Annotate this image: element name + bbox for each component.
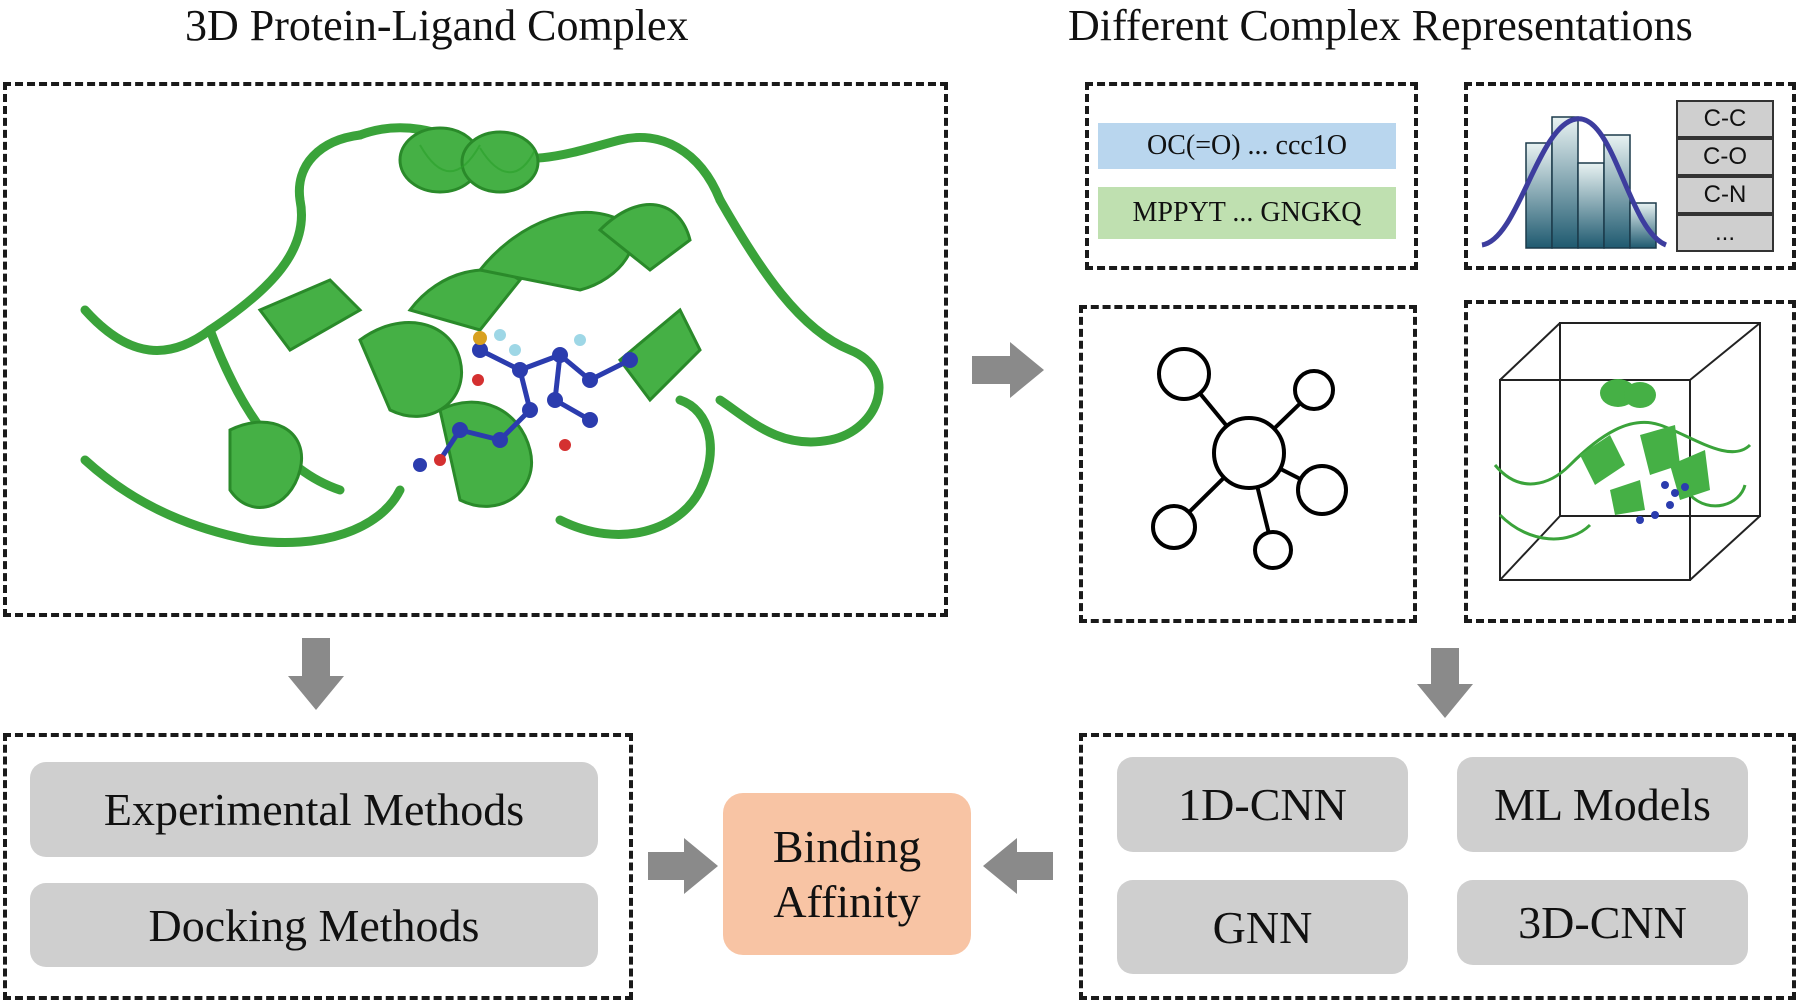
experimental-methods-box: Experimental Methods: [30, 762, 598, 857]
ml-models-box: ML Models: [1457, 757, 1748, 852]
protein-sequence: MPPYT ... GNGKQ: [1098, 187, 1396, 239]
sequence-panel: [1085, 82, 1418, 270]
right-panel-title: Different Complex Representations: [1068, 1, 1693, 50]
affinity-line1: Binding: [772, 820, 922, 872]
descriptor-panel: [1464, 82, 1796, 270]
bond-type-cc: C-C: [1676, 100, 1774, 138]
cnn1d-box: 1D-CNN: [1117, 757, 1408, 852]
arrow-down-right-icon: [1417, 648, 1473, 718]
bond-type-more: ...: [1676, 214, 1774, 252]
bond-type-co: C-O: [1676, 138, 1774, 176]
methods-panel: [3, 733, 633, 1000]
affinity-line2: Affinity: [773, 876, 921, 927]
docking-methods-box: Docking Methods: [30, 883, 598, 967]
voxel-panel: [1464, 300, 1796, 623]
models-panel: [1079, 733, 1796, 1000]
arrow-right-to-representations-icon: [972, 342, 1044, 398]
gnn-box: GNN: [1117, 880, 1408, 974]
protein-ligand-panel: [3, 82, 948, 617]
graph-icon: [1151, 347, 1348, 570]
bond-type-cn: C-N: [1676, 176, 1774, 214]
arrow-down-left-icon: [288, 638, 344, 710]
histogram-icon: [1481, 116, 1668, 249]
binding-affinity-box: Binding Affinity: [723, 793, 971, 955]
protein-ribbon-icon: [80, 123, 884, 547]
graph-panel: [1079, 305, 1417, 623]
voxel-grid-icon: [1493, 322, 1761, 581]
left-panel-title: 3D Protein-Ligand Complex: [185, 1, 689, 50]
arrow-right-to-affinity-icon: [648, 838, 718, 894]
arrow-left-to-affinity-icon: [983, 838, 1053, 894]
cnn3d-box: 3D-CNN: [1457, 880, 1748, 965]
smiles-string: OC(=O) ... ccc1O: [1098, 123, 1396, 169]
